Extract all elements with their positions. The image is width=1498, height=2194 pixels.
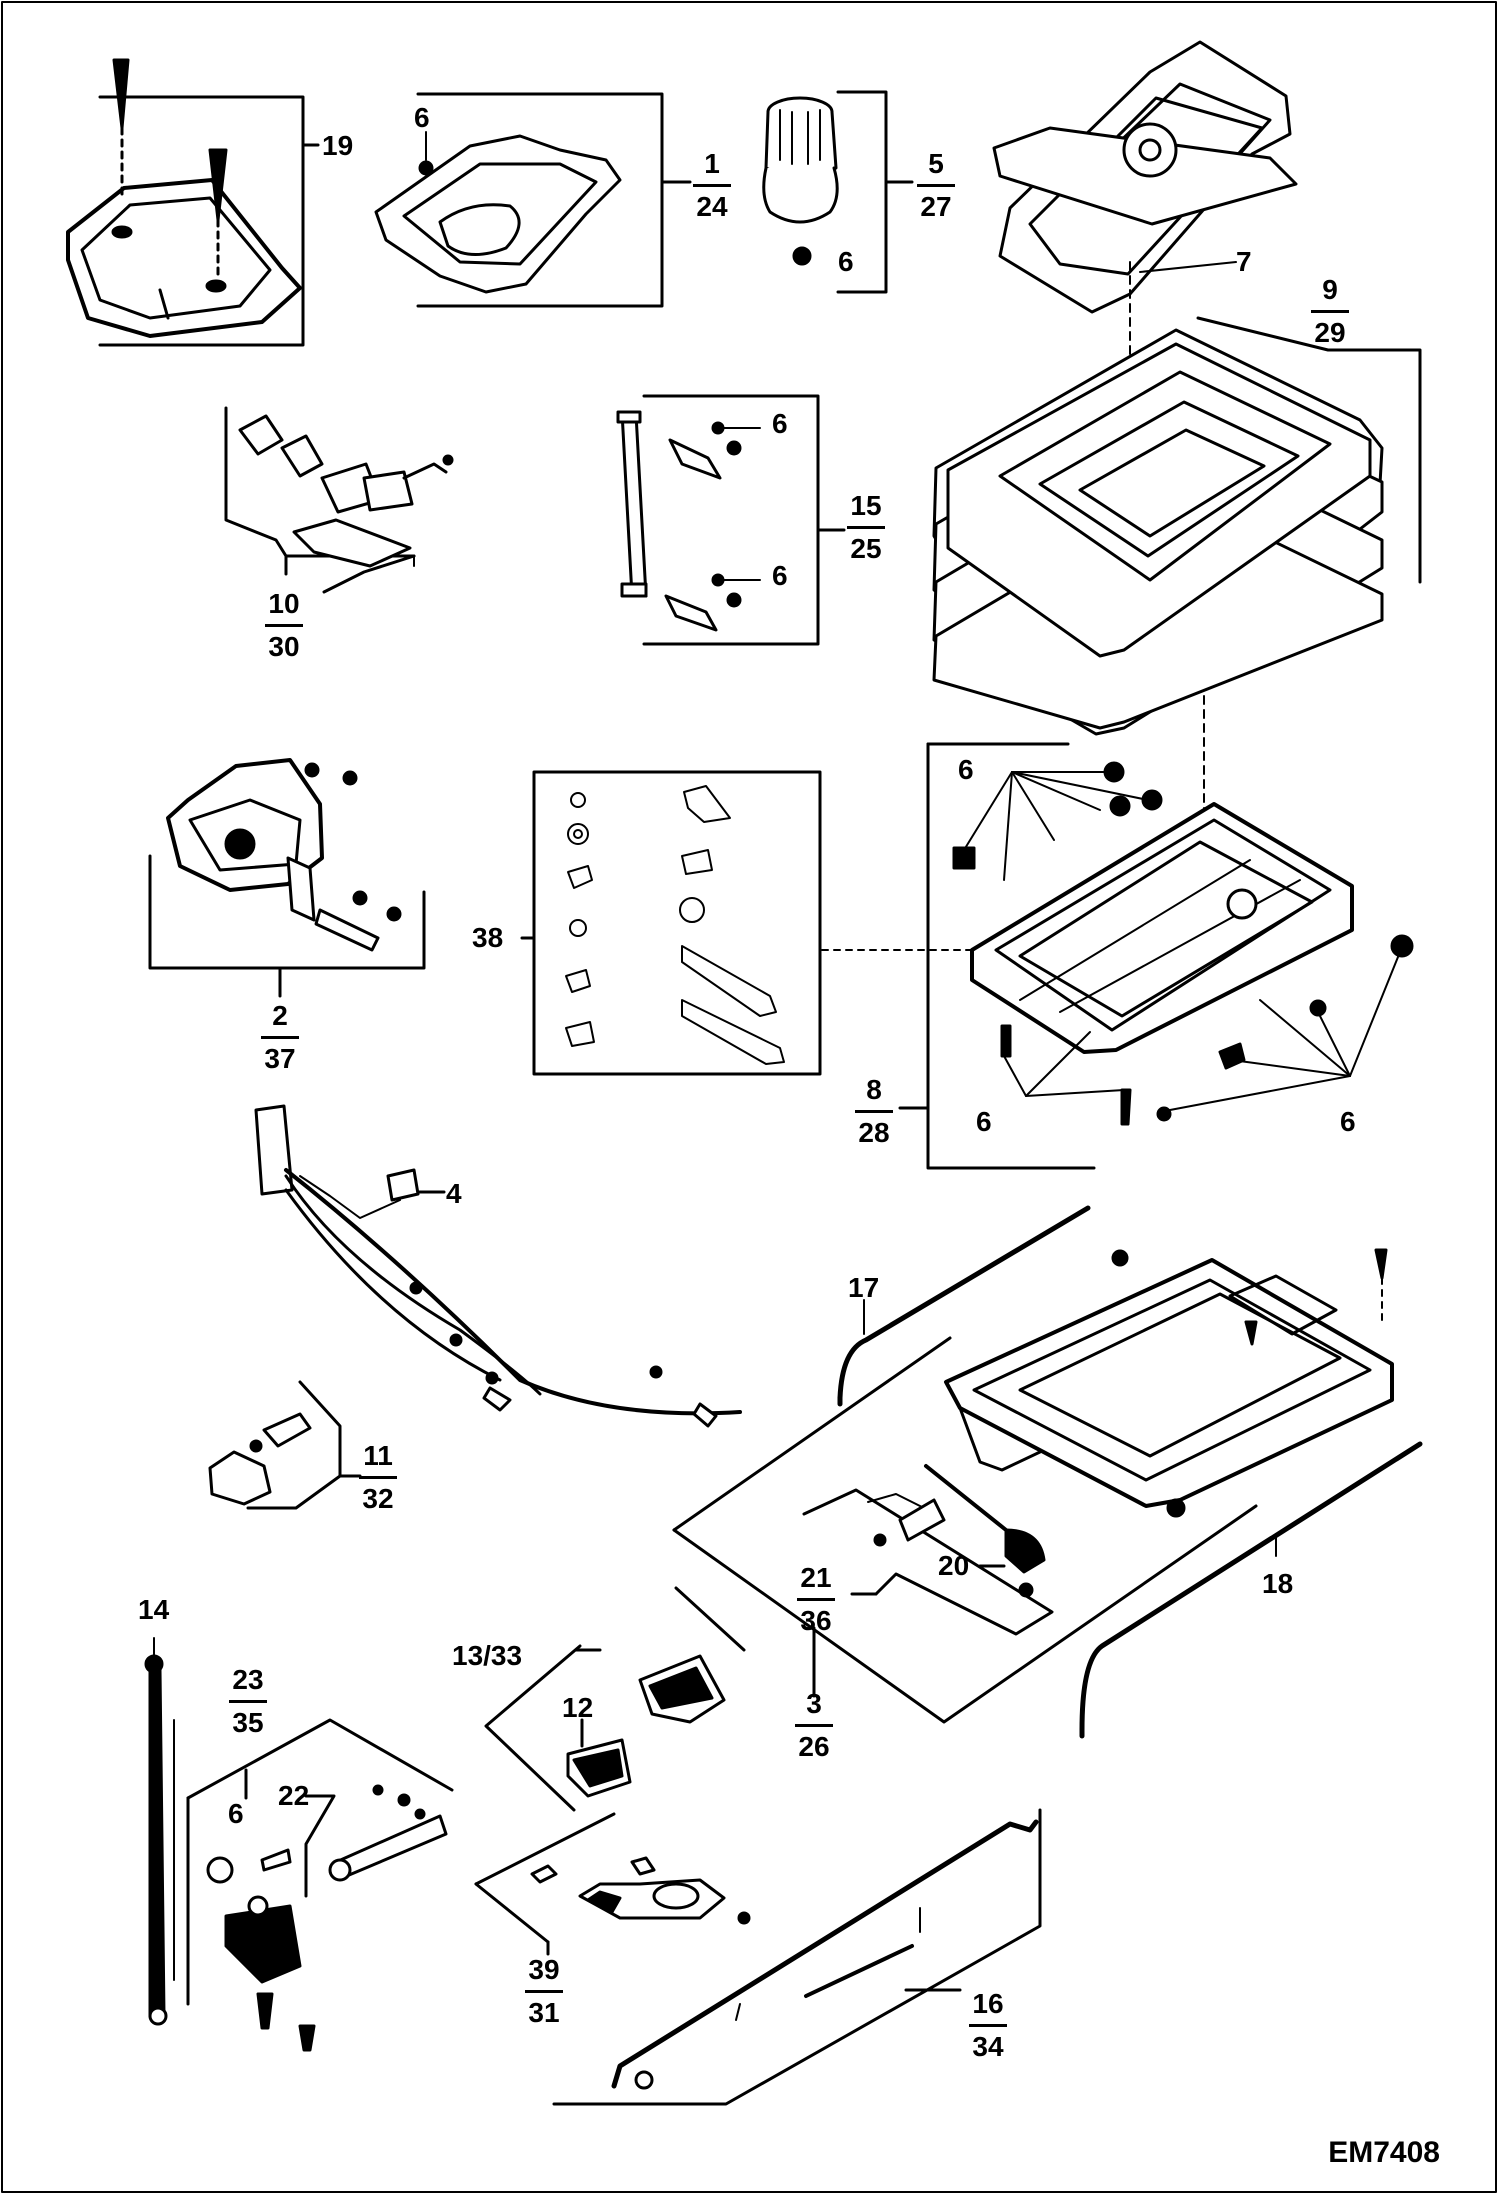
seat-plate-part <box>374 92 692 308</box>
link-rod-part <box>552 1808 1042 2106</box>
shaft-part <box>144 1637 175 2026</box>
rod-part-17 <box>837 1205 1091 1407</box>
clip-part <box>208 1380 362 1510</box>
callout-6: 6 <box>414 102 430 133</box>
callout-18: 18 <box>1262 1568 1294 1599</box>
callout-6: 6 <box>976 1106 992 1137</box>
callout-6: 6 <box>772 408 788 439</box>
handle-assembly-part <box>474 1812 751 1956</box>
callout-19: 19 <box>322 130 354 161</box>
seat-cushion-part <box>66 58 320 347</box>
bellows-part <box>932 316 1422 736</box>
lever-assembly-part <box>802 1464 1054 1636</box>
wiring-harness-part <box>254 1104 742 1428</box>
callout-17: 17 <box>848 1272 880 1303</box>
base-frame-part <box>821 695 1414 1170</box>
rod-part-18 <box>1079 1441 1423 1739</box>
scissor-mechanism-part <box>992 40 1298 519</box>
callout-14: 14 <box>138 1594 170 1625</box>
drawing-code: EM7408 <box>1328 2136 1440 2169</box>
callout-6: 6 <box>772 560 788 591</box>
callout-13-33: 13/33 <box>452 1640 523 1671</box>
callout-4: 4 <box>446 1178 462 1209</box>
air-spring-part <box>762 90 914 294</box>
callout-6: 6 <box>958 754 974 785</box>
callout-22: 22 <box>278 1780 310 1811</box>
bracket-set-part <box>616 394 846 646</box>
hardware-kit-part <box>520 770 822 1076</box>
valve-assembly-part <box>224 406 454 594</box>
callout-20: 20 <box>938 1550 970 1581</box>
valve-block-part <box>148 758 426 998</box>
callout-6: 6 <box>1340 1106 1356 1137</box>
gas-spring-assembly-part <box>186 1718 454 2052</box>
switch-part <box>484 1586 746 1812</box>
callout-6: 6 <box>228 1798 244 1829</box>
callout-38: 38 <box>472 922 504 953</box>
callout-7: 7 <box>1236 246 1252 277</box>
seat-frame-part <box>672 1248 1394 1724</box>
callout-6: 6 <box>838 246 854 277</box>
callout-12: 12 <box>562 1692 594 1723</box>
